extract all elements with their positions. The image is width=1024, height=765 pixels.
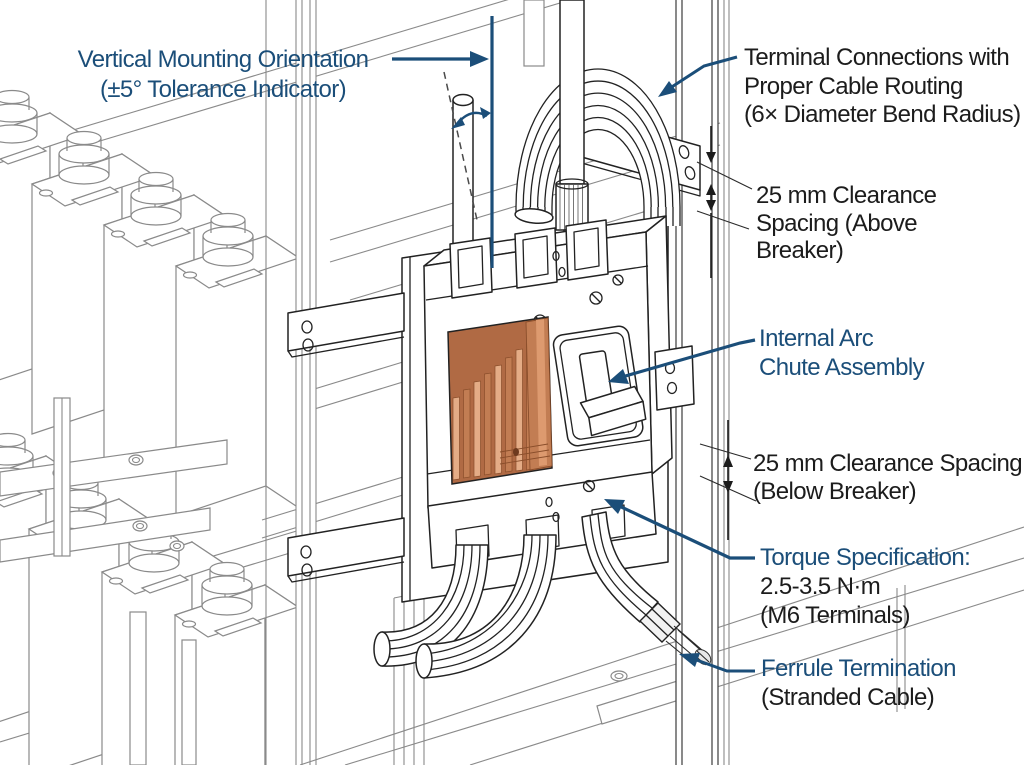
label-line: 25 mm Clearance	[756, 182, 937, 209]
mounting-straps	[287, 292, 405, 583]
clearance-dimension-below	[699, 420, 757, 540]
label-line: (Stranded Cable)	[761, 683, 935, 711]
label-line: Chute Assembly	[759, 353, 925, 381]
label-vertical-mounting: Vertical Mounting Orientation (±5° Toler…	[56, 45, 390, 105]
label-line: (Below Breaker)	[753, 478, 917, 505]
arrowhead	[679, 653, 700, 667]
label-ferrule: Ferrule Termination (Stranded Cable)	[761, 655, 957, 712]
label-clearance-below: 25 mm Clearance Spacing (Below Breaker)	[753, 450, 1023, 506]
vertical-orientation-indicator	[443, 16, 494, 268]
label-line: 25 mm Clearance Spacing	[753, 450, 1023, 477]
cable-open-end	[415, 643, 433, 679]
tolerance-arrowhead	[451, 117, 465, 129]
label-line: Proper Cable Routing	[744, 72, 963, 100]
battery-rack	[0, 89, 300, 765]
label-line: (M6 Terminals)	[760, 602, 910, 629]
terminal-screw	[582, 479, 596, 493]
label-torque-spec: Torque Specification: 2.5-3.5 N·m (M6 Te…	[760, 543, 971, 630]
terminal-modules	[449, 219, 609, 299]
floor-bolt	[610, 670, 628, 682]
arc-chute-cutaway	[447, 316, 553, 485]
leader-arrows	[392, 51, 756, 673]
cable-open-end	[373, 631, 391, 667]
post-bracket	[654, 345, 695, 411]
arrowhead	[604, 499, 625, 514]
label-line: Ferrule Termination	[761, 655, 957, 682]
label-line: Internal Arc	[759, 325, 874, 352]
label-line: (6× Diameter Bend Radius)	[744, 101, 1021, 128]
label-line: Spacing (Above	[756, 209, 918, 237]
label-line: Vertical Mounting Orientation	[77, 46, 369, 73]
arrowhead	[608, 369, 629, 384]
label-line: (±5° Tolerance Indicator)	[99, 76, 347, 103]
label-line: Terminal Connections with	[744, 44, 1010, 71]
bottom-cables	[373, 511, 712, 679]
arrowhead	[470, 51, 489, 67]
label-terminal-connections: Terminal Connections with Proper Cable R…	[744, 44, 1021, 130]
arrowhead	[658, 81, 677, 97]
clearance-dimension-above	[696, 126, 753, 278]
tolerance-arrowhead	[480, 107, 491, 119]
label-line: Breaker)	[756, 237, 844, 264]
label-arc-chute: Internal Arc Chute Assembly	[759, 325, 925, 382]
cable-end	[514, 208, 554, 224]
label-line: Torque Specification:	[760, 544, 971, 571]
circuit-breaker	[423, 215, 673, 569]
label-line: 2.5-3.5 N·m	[760, 573, 881, 600]
label-clearance-above: 25 mm Clearance Spacing (Above Breaker)	[756, 182, 937, 265]
toggle-switch	[552, 325, 647, 447]
